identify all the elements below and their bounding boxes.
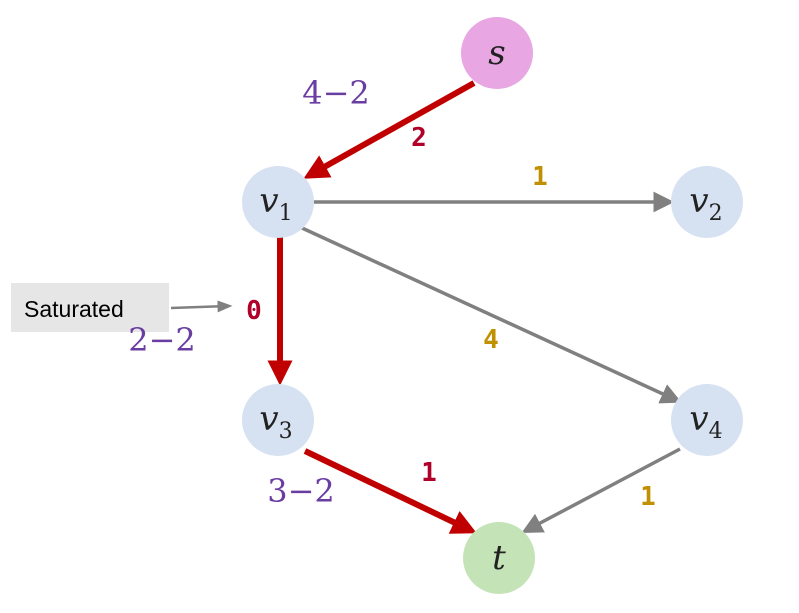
edge-s-v1 [303,80,476,179]
node-v4 [671,384,743,456]
saturated-callout-arrow [170,300,233,313]
edge-v1-v3-expression: 2−2 [128,321,196,359]
saturated-callout-box [11,283,169,332]
edge-v1-v4-capacity: 4 [483,325,499,355]
edge-s-v1-capacity: 2 [411,123,427,153]
saturated-callout-text: Saturated [24,296,124,322]
node-v3 [242,384,314,456]
edge-s-v1-expression: 4−2 [302,74,370,112]
node-v1 [242,166,314,238]
node-v3-label: v3 [259,399,292,444]
node-v4-label: v4 [689,399,722,444]
node-s-label: s [488,33,505,73]
edge-v4-t-capacity: 1 [640,482,656,512]
edge-v3-t [303,448,477,534]
edge-v4-t [521,447,681,533]
node-v1-label: v1 [259,181,292,226]
node-v2-label: v2 [689,181,722,226]
edge-v3-t-expression: 3−2 [267,472,335,510]
node-t-label: t [492,538,506,578]
node-s [461,17,533,89]
node-v2 [671,166,743,238]
edge-v3-t-capacity: 1 [421,458,437,488]
edge-v1-v4 [301,226,682,404]
edge-v1-v2-capacity: 1 [532,162,548,192]
node-t [463,522,535,594]
edge-v1-v3-capacity: 0 [246,296,262,326]
